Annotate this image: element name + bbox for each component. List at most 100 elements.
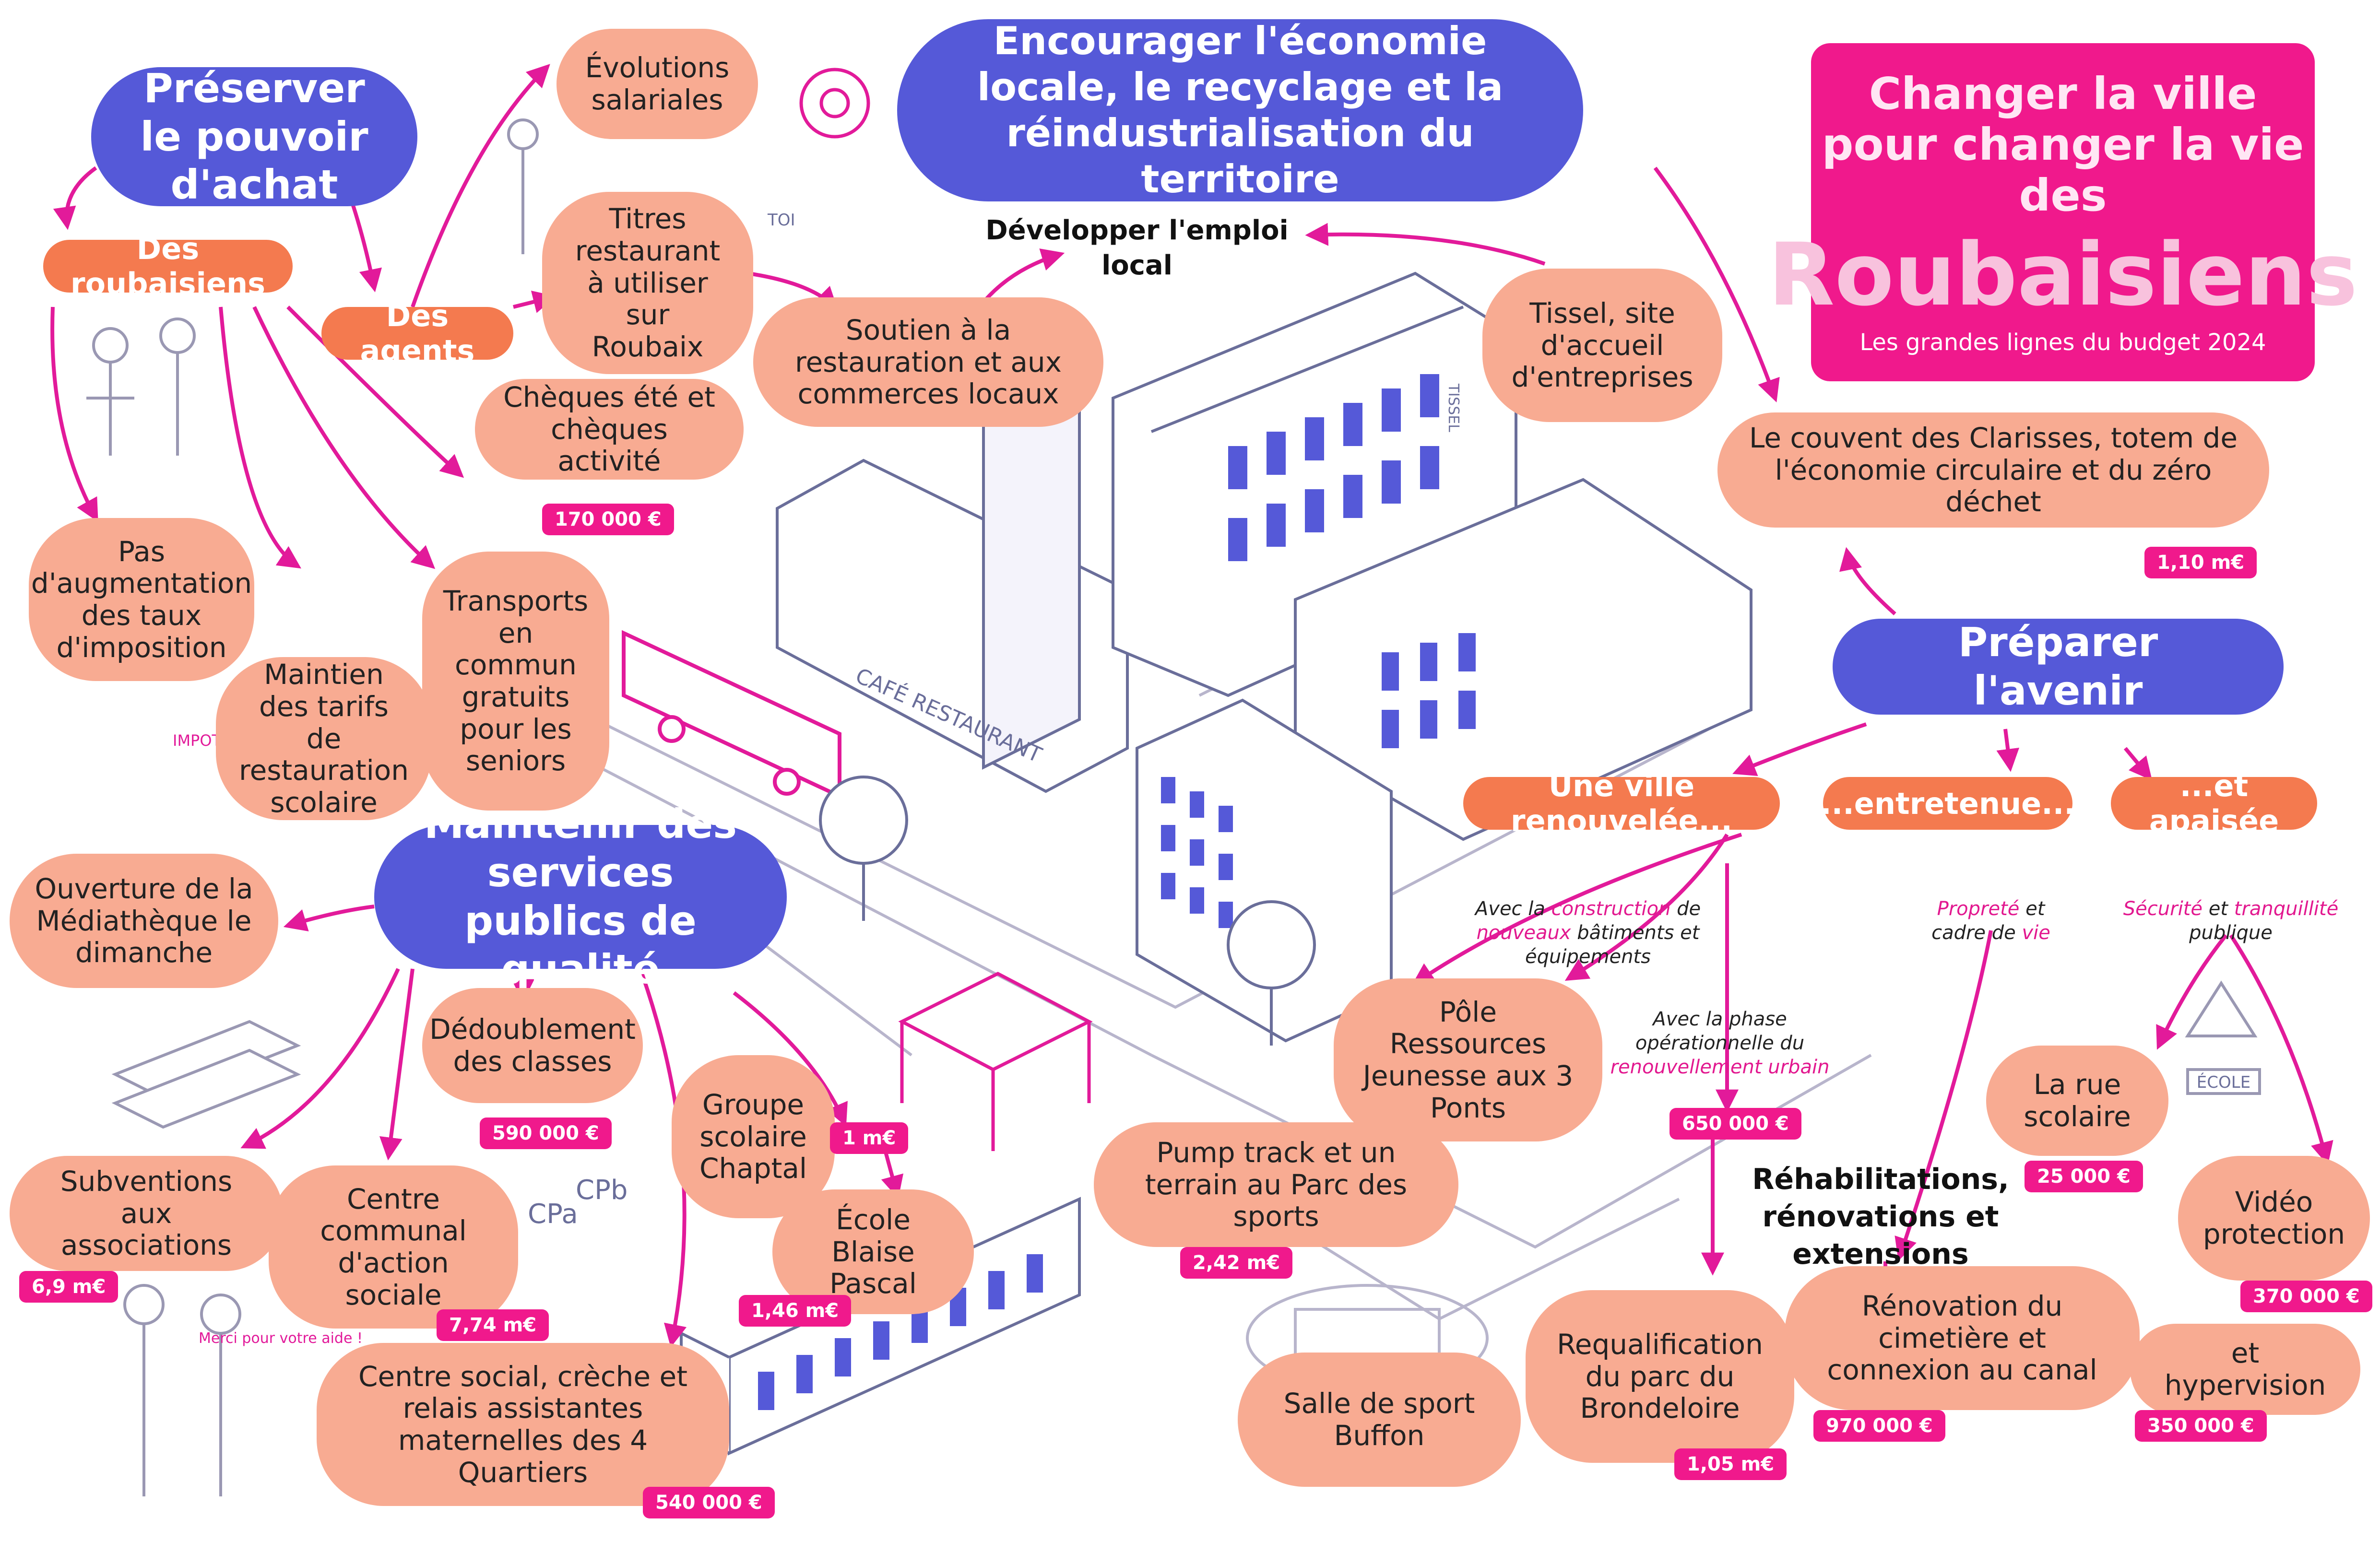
- group-label: ...et apaisée: [2149, 768, 2279, 838]
- item-label: Pas d'augmentation des taux d'imposition: [31, 535, 252, 664]
- item-label: Centre communal d'action sociale: [320, 1182, 467, 1311]
- item-evolutions: Évolutions salariales: [557, 29, 758, 139]
- item-cimetiere: Rénovation du cimetière et connexion au …: [1785, 1266, 2140, 1410]
- price-chaptal: 1 m€: [830, 1122, 909, 1154]
- group-label: ...entretenue...: [1820, 786, 2075, 821]
- item-label: Soutien à la restauration et aux commerc…: [795, 313, 1062, 411]
- theme-avenir: Préparer l'avenir: [1833, 619, 2284, 715]
- item-ccas: Centre communal d'action sociale: [269, 1165, 518, 1329]
- price-subventions: 6,9 m€: [19, 1271, 118, 1303]
- title-line: Changer la ville pour changer la vie des: [1822, 68, 2304, 221]
- note-part: vie: [2022, 922, 2050, 944]
- item-label: Subventions aux associations: [60, 1165, 233, 1262]
- title-roubaisiens: Roubaisiens: [1768, 224, 2358, 325]
- note-part: Sécurité: [2123, 898, 2202, 920]
- note-part: Avec la phase opérationnelle du: [1635, 1008, 1805, 1054]
- note-part: et cadre de: [1931, 898, 2045, 944]
- note-securite: Sécurité et tranquillité publique: [2106, 897, 2356, 945]
- item-dedoublement: Dédoublement des classes: [422, 988, 643, 1103]
- item-label: Évolutions salariales: [585, 51, 730, 116]
- note-part: renouvellement urbain: [1610, 1056, 1830, 1078]
- group-label: Des agents: [360, 298, 475, 368]
- item-label: Tissel, site d'accueil d'entreprises: [1511, 296, 1693, 394]
- note-part: tranquillité: [2234, 898, 2339, 920]
- note-phase: Avec la phase opérationnelle du renouvel…: [1607, 1007, 1833, 1079]
- ticket-sign: TOI: [767, 211, 795, 230]
- note-part: nouveaux: [1476, 922, 1571, 944]
- group-entretenue: ...entretenue...: [1820, 777, 2075, 830]
- price-cimetiere: 970 000 €: [1813, 1410, 1945, 1442]
- note-proprete: Propreté et cadre de vie: [1909, 897, 2072, 945]
- note-part: construction: [1551, 898, 1671, 920]
- note-part: publique: [2189, 922, 2273, 944]
- ecole-sign-text: ÉCOLE: [2197, 1072, 2250, 1092]
- label-rehabilitations: Réhabilitations, rénovations et extensio…: [1752, 1163, 2009, 1271]
- item-label: Groupe scolaire Chaptal: [699, 1088, 807, 1185]
- theme-label: Préserver le pouvoir d'achat: [140, 64, 368, 209]
- item-pole: Pôle Ressources Jeunesse aux 3 Ponts: [1334, 978, 1602, 1141]
- item-label: Chèques été et chèques activité: [503, 380, 715, 478]
- price-pump: 2,42 m€: [1180, 1247, 1293, 1279]
- cp-b-sign: CPb: [576, 1175, 628, 1206]
- item-taux: Pas d'augmentation des taux d'imposition: [29, 518, 254, 681]
- price-hypervision: 350 000 €: [2135, 1410, 2267, 1442]
- item-video: Vidéo protection: [2178, 1156, 2370, 1281]
- note-construction: Avec la construction de nouveaux bâtimen…: [1463, 897, 1713, 969]
- group-label: Une ville renouvelée...: [1511, 768, 1732, 838]
- item-label: Centre social, crèche et relais assistan…: [358, 1360, 687, 1489]
- item-mediatheque: Ouverture de la Médiathèque le dimanche: [10, 854, 278, 988]
- building-windows: [1228, 374, 1476, 748]
- pergola: [898, 972, 1093, 1151]
- item-label: Requalification du parc du Brondeloire: [1557, 1328, 1763, 1425]
- money-bag-icon: [799, 68, 870, 139]
- label-emploi: Développer l'emploi local: [985, 215, 1289, 281]
- theme-economie: Encourager l'économie locale, le recycla…: [897, 19, 1583, 201]
- price-rue-scolaire: 25 000 €: [2025, 1161, 2143, 1192]
- price-cheques: 170 000 €: [542, 504, 674, 535]
- note-part: et: [2202, 898, 2234, 920]
- item-titres: Titres restaurant à utiliser sur Roubaix: [542, 192, 753, 374]
- item-label: Dédoublement des classes: [429, 1013, 636, 1078]
- item-tarifs: Maintien des tarifs de restauration scol…: [216, 657, 432, 820]
- group-roubaisiens: Des roubaisiens: [43, 231, 293, 301]
- note-part: Propreté: [1937, 898, 2020, 920]
- item-label: Vidéo protection: [2202, 1186, 2345, 1250]
- item-chaptal: Groupe scolaire Chaptal: [672, 1055, 835, 1218]
- group-renouvelee: Une ville renouvelée...: [1463, 768, 1780, 838]
- item-soutien: Soutien à la restauration et aux commerc…: [753, 297, 1103, 427]
- theme-label: Maintenir des services publics de qualit…: [424, 800, 737, 993]
- item-label: Pump track et un terrain au Parc des spo…: [1145, 1136, 1408, 1233]
- note-part: bâtiments et équipements: [1525, 922, 1700, 968]
- price-centre-social: 540 000 €: [643, 1487, 775, 1518]
- theme-services: Maintenir des services publics de qualit…: [374, 800, 787, 993]
- item-label: Rénovation du cimetière et connexion au …: [1827, 1289, 2097, 1387]
- connector-arrows: [50, 64, 2333, 1348]
- townhouses-building: [776, 271, 1752, 841]
- item-buffon: Salle de sport Buffon: [1238, 1353, 1521, 1487]
- item-label: Le couvent des Clarisses, totem de l'éco…: [1749, 421, 2238, 518]
- item-blaise: École Blaise Pascal: [772, 1189, 974, 1314]
- cp-a-sign: CPa: [528, 1199, 578, 1230]
- books-stack: [111, 1020, 301, 1129]
- tissel-sign: TISSEL: [1445, 383, 1462, 432]
- tower-windows: [1161, 777, 1233, 928]
- note-part: de: [1670, 898, 1701, 920]
- price-phase: 650 000 €: [1670, 1108, 1801, 1140]
- speech-bubble-text: Merci pour votre aide !: [199, 1330, 363, 1347]
- item-cheques: Chèques été et chèques activité: [475, 379, 744, 480]
- group-agents: Des agents: [321, 298, 513, 368]
- title-card: Changer la ville pour changer la vie des…: [1768, 43, 2357, 381]
- item-brondeloire: Requalification du parc du Brondeloire: [1526, 1290, 1794, 1463]
- title-subtitle: Les grandes lignes du budget 2024: [1859, 329, 2266, 356]
- theme-pouvoir-achat: Préserver le pouvoir d'achat: [91, 64, 417, 209]
- item-label: Titres restaurant à utiliser sur Roubaix: [575, 202, 721, 364]
- item-centre-social: Centre social, crèche et relais assistan…: [317, 1343, 729, 1506]
- item-label: Transports en commun gratuits pour les s…: [443, 584, 589, 777]
- price-couvent: 1,10 m€: [2144, 547, 2257, 578]
- theme-label: Encourager l'économie locale, le recycla…: [977, 19, 1504, 201]
- item-pump: Pump track et un terrain au Parc des spo…: [1094, 1122, 1458, 1247]
- item-subventions: Subventions aux associations: [10, 1156, 283, 1271]
- group-apaisee: ...et apaisée: [2111, 768, 2317, 838]
- item-hypervision: et hypervision: [2130, 1324, 2360, 1415]
- item-label: École Blaise Pascal: [829, 1203, 917, 1300]
